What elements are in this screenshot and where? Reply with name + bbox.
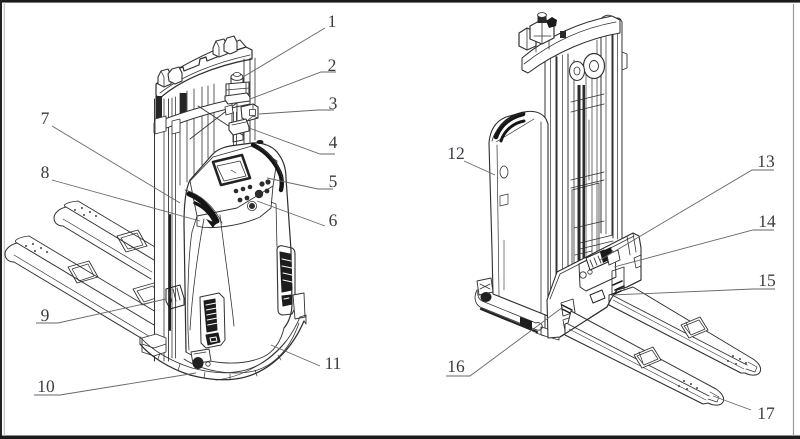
svg-text:4: 4 <box>329 132 338 152</box>
svg-text:3: 3 <box>329 93 338 113</box>
svg-text:9: 9 <box>41 305 50 325</box>
svg-text:7: 7 <box>41 108 50 128</box>
svg-text:6: 6 <box>329 210 338 230</box>
svg-text:15: 15 <box>758 270 776 290</box>
svg-text:16: 16 <box>447 356 465 376</box>
svg-text:10: 10 <box>37 376 55 396</box>
svg-text:14: 14 <box>758 211 776 231</box>
svg-text:2: 2 <box>328 55 337 75</box>
svg-text:17: 17 <box>757 403 775 423</box>
svg-text:12: 12 <box>447 143 465 163</box>
svg-text:1: 1 <box>328 11 337 31</box>
svg-text:13: 13 <box>757 151 775 171</box>
svg-text:8: 8 <box>41 162 50 182</box>
svg-text:11: 11 <box>325 353 342 373</box>
svg-text:5: 5 <box>329 171 338 191</box>
